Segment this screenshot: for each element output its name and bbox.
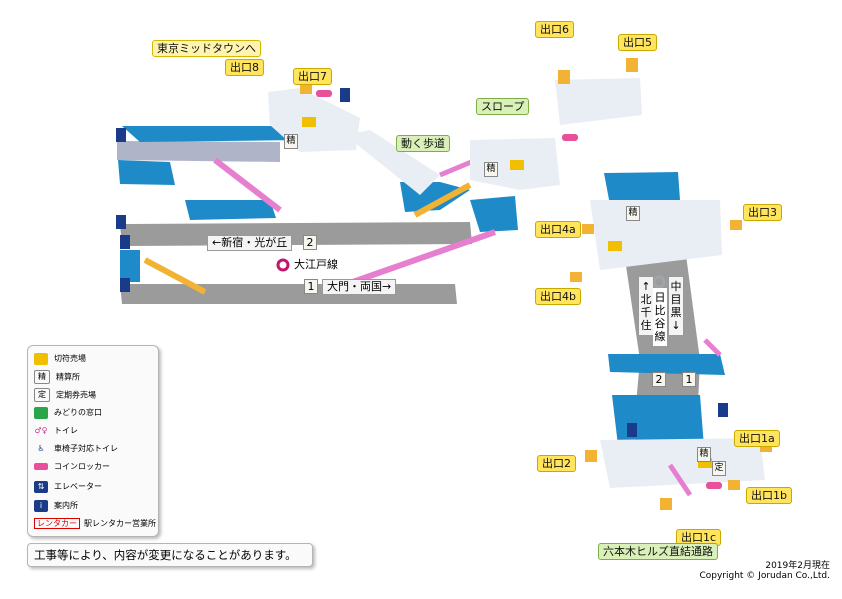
ticket-machine-icon [608,241,622,251]
elevator-icon [340,88,350,102]
exit4b-stairs [570,272,582,282]
ticket-machine-icon [34,352,48,365]
exit1c-stairs [660,498,672,510]
legend-row-wc: ♿車椅子対応トイレ [34,442,118,456]
as-of-date: 2019年2月現在 [765,561,830,571]
hibiya-concourse-north [590,200,722,270]
rental-car-badge: レンタカー [34,518,80,529]
concourse-exit65 [555,78,642,125]
ticket-machine-icon [510,160,524,170]
fare-adjustment-mark: 精 [484,162,498,177]
hibiya-platform-south [608,354,725,375]
oedo-upper-track [117,141,280,162]
elevator-icon [627,423,637,437]
oedo-escalator-a [213,157,282,213]
oedo-platform-right2 [470,196,518,232]
exit-6-label: 出口6 [535,21,574,38]
oedo-platform-left-upper [122,126,300,142]
legend-row-midori: みどりの窓口 [34,406,102,420]
elevator-icon [116,215,126,229]
exit-1b-label: 出口1b [746,487,792,504]
commuter-pass-mark: 定 [712,461,726,476]
locker-icon [316,90,332,97]
copyright: Copyright © Jorudan Co.,Ltd. [699,571,830,581]
legend-row-toilet: ♂♀トイレ [34,425,78,436]
oedo-platform-1: 1 [304,279,318,294]
legend-row-rental: レンタカー駅レンタカー営業所 [34,517,156,531]
ticket-machine-icon [698,458,712,468]
map-legend: 切符売場 精精算所 定定期券売場 みどりの窓口 ♂♀トイレ ♿車椅子対応トイレ … [27,345,159,537]
elevator-icon [116,128,126,142]
info-icon: i [34,499,48,512]
hibiya-platform-north [604,172,680,205]
exit-5-label: 出口5 [618,34,657,51]
oedo-platform-left [118,160,175,185]
locker-icon [34,463,48,470]
elevator-icon [120,278,130,292]
roppongi-hills-passage-label: 六本木ヒルズ直結通路 [598,543,718,560]
wheelchair-toilet-icon: ♿ [37,443,45,453]
ticket-machine-icon [302,117,316,127]
midori-window-icon [34,406,48,419]
elevator-icon [120,235,130,249]
hibiya-platform-1: 1 [682,372,696,387]
legend-row-teiki: 定定期券売場 [34,388,96,402]
exit-1c-label: 出口1c [676,529,722,546]
oedo-line-icon [276,258,290,272]
oedo-direction-2: ←新宿・光が丘 [207,235,293,251]
exit1b-stairs [728,480,740,490]
legend-row-elevator: ⇅エレベーター [34,480,102,494]
oedo-track-1 [120,284,457,304]
exit7-stairs [300,82,312,94]
oedo-direction-1: 大門・両国→ [322,279,397,295]
legend-row-ticket: 切符売場 [34,352,86,366]
oedo-platform-2: 2 [303,235,317,250]
fare-adjustment-mark: 精 [284,134,298,149]
exit5-stairs [626,58,638,72]
exit4a-stairs [582,224,594,234]
exit2-stairs [585,450,597,462]
legend-row-locker: コインロッカー [34,460,110,474]
midtown-direction-label: 東京ミッドタウンへ [152,40,261,57]
oedo-platform-left2 [120,250,140,282]
exit-3-label: 出口3 [743,204,782,221]
exit-4a-label: 出口4a [535,221,581,238]
fare-adjustment-mark: 精 [697,447,711,462]
moving-walkway-label: 動く歩道 [396,135,450,152]
teiki-mark-icon: 定 [34,388,50,402]
locker-icon [706,482,722,489]
exit-2-label: 出口2 [537,455,576,472]
exit-8-label: 出口8 [225,59,264,76]
elevator-icon: ⇅ [34,480,48,493]
oedo-line-name: 大江戸線 [290,258,342,272]
exit-1a-label: 出口1a [734,430,780,447]
slope-label: スロープ [476,98,530,115]
hibiya-escalator-b [667,463,693,497]
elevator-icon [718,403,728,417]
legend-row-fare: 精精算所 [34,370,80,384]
hibiya-platform-2: 2 [652,372,666,387]
locker-icon [562,134,578,141]
hibiya-line-name: 日比谷線 [653,288,667,346]
exit-4b-label: 出口4b [535,288,581,305]
toilet-icon: ♂♀ [34,425,48,435]
hibiya-direction-north: ↑北千住 [638,276,654,336]
notice-box: 工事等により、内容が変更になることがあります。 [27,543,313,567]
fare-mark-icon: 精 [34,370,50,384]
exit6-stairs [558,70,570,84]
oedo-track-2 [120,222,472,246]
hibiya-escalator-a [703,338,722,357]
exit3-stairs [730,220,742,230]
oedo-stairs-a [143,257,207,295]
oedo-stairs-b [413,182,472,218]
hibiya-line-icon [652,275,666,289]
oedo-platform-center [185,200,276,220]
exit-7-label: 出口7 [293,68,332,85]
walkway-corridor [345,130,440,195]
hibiya-direction-south: 中目黒↓ [668,276,684,336]
fare-adjustment-mark: 精 [626,206,640,221]
